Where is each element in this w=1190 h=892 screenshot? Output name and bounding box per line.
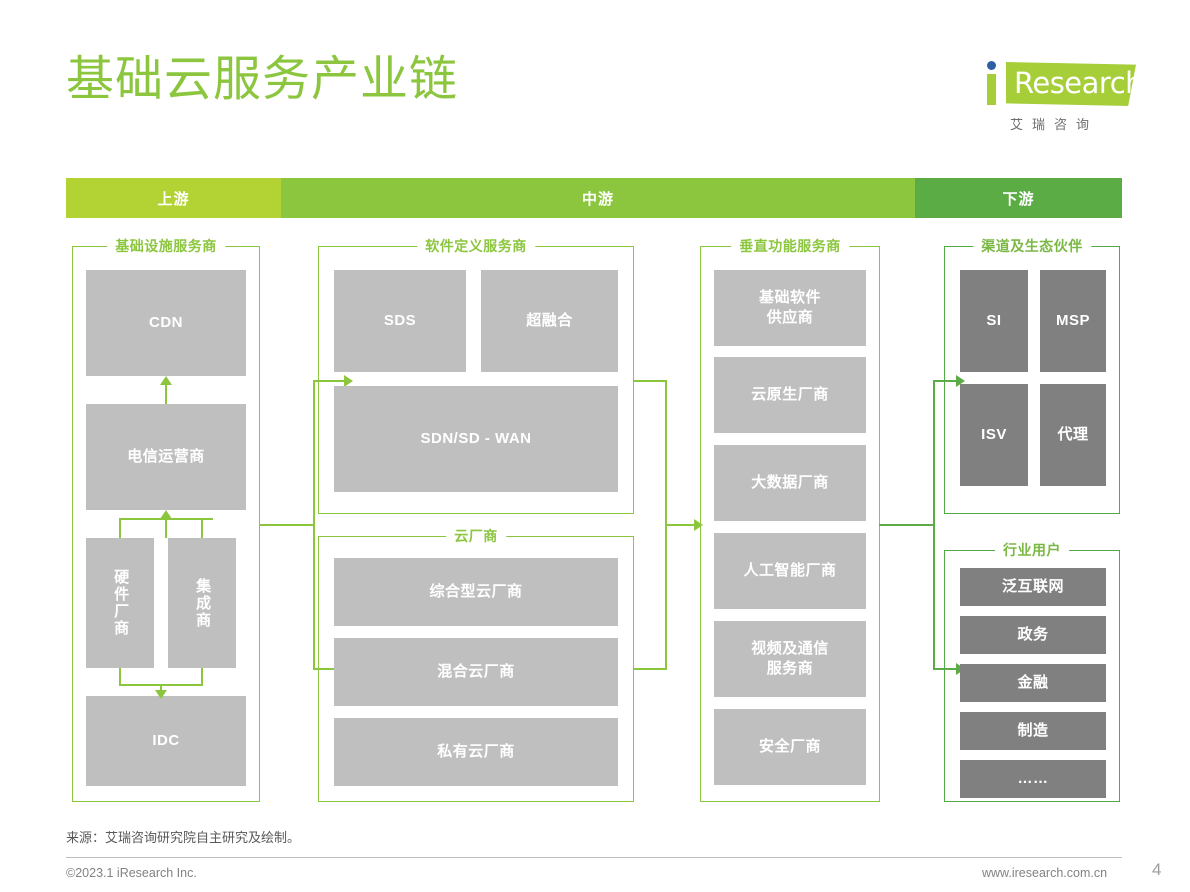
logo-i-dot-icon — [987, 61, 996, 70]
box-government[interactable]: 政务 — [960, 616, 1106, 654]
group-channel-partners-caption: 渠道及生态伙伴 — [973, 236, 1091, 256]
logo-mark: Research — [984, 58, 1144, 110]
box-hyperconverged[interactable]: 超融合 — [481, 270, 618, 372]
box-cdn[interactable]: CDN — [86, 270, 246, 376]
box-comprehensive-cloud[interactable]: 综合型云厂商 — [334, 558, 618, 626]
connector-hw-int-top-bus — [119, 518, 213, 520]
connector-upstream-to-sdsvc — [313, 380, 347, 382]
group-cloud-vendors: 云厂商 综合型云厂商 混合云厂商 私有云厂商 — [318, 526, 634, 802]
group-vertical-function-body: 基础软件 供应商 云原生厂商 大数据厂商 人工智能厂商 视频及通信 服务商 安全… — [700, 246, 880, 802]
box-security-vendor[interactable]: 安全厂商 — [714, 709, 866, 785]
copyright-text: ©2023.1 iResearch Inc. — [66, 866, 197, 880]
band-downstream: 下游 — [915, 178, 1122, 218]
group-software-defined: 软件定义服务商 SDS 超融合 SDN/SD - WAN — [318, 236, 634, 514]
band-upstream: 上游 — [66, 178, 281, 218]
group-industry-users-caption: 行业用户 — [995, 540, 1069, 560]
connector-telecom-to-cdn — [165, 384, 167, 404]
connector-sdsvc-out — [633, 380, 667, 382]
box-video-communication-provider[interactable]: 视频及通信 服务商 — [714, 621, 866, 697]
group-channel-partners-body: SI MSP ISV 代理 — [944, 246, 1120, 514]
group-infrastructure-caption: 基础设施服务商 — [107, 236, 225, 256]
box-sds[interactable]: SDS — [334, 270, 466, 372]
box-private-cloud[interactable]: 私有云厂商 — [334, 718, 618, 786]
logo-chinese-name: 艾瑞咨询 — [1010, 117, 1099, 132]
connector-int-bottom-riser — [201, 668, 203, 686]
logo-parallelogram — [1006, 62, 1136, 106]
connector-upstream-to-cloud — [313, 668, 347, 670]
connector-downstream-vertical — [933, 380, 935, 670]
group-infrastructure: 基础设施服务商 CDN 电信运营商 硬件厂商 集成商 IDC — [72, 236, 260, 802]
box-others[interactable]: …… — [960, 760, 1106, 798]
box-big-data-vendor[interactable]: 大数据厂商 — [714, 445, 866, 521]
iresearch-logo: Research 艾瑞咨询 — [984, 58, 1144, 136]
box-hardware-vendor[interactable]: 硬件厂商 — [86, 538, 154, 668]
group-software-defined-caption: 软件定义服务商 — [417, 236, 535, 256]
box-sdn-sdwan[interactable]: SDN/SD - WAN — [334, 386, 618, 492]
arrow-to-vertical-function-icon — [694, 519, 703, 531]
connector-downstream-trunk — [879, 524, 935, 526]
connector-mid-to-vertical — [665, 524, 697, 526]
connector-down-to-idc — [160, 684, 162, 692]
arrow-up-to-telecom-icon — [160, 510, 172, 519]
box-pan-internet[interactable]: 泛互联网 — [960, 568, 1106, 606]
connector-upstream-vertical — [313, 380, 315, 670]
footer-divider — [66, 857, 1122, 858]
stage-band: 上游 中游 下游 — [66, 178, 1122, 218]
page-number: 4 — [1152, 860, 1162, 879]
arrow-down-to-idc-icon — [155, 690, 167, 699]
box-cloud-native-vendor[interactable]: 云原生厂商 — [714, 357, 866, 433]
logo-wordmark: Research — [1014, 66, 1144, 100]
group-cloud-vendors-body: 综合型云厂商 混合云厂商 私有云厂商 — [318, 536, 634, 802]
box-si[interactable]: SI — [960, 270, 1028, 372]
box-msp[interactable]: MSP — [1040, 270, 1106, 372]
band-midstream: 中游 — [281, 178, 915, 218]
box-finance[interactable]: 金融 — [960, 664, 1106, 702]
connector-hw-bottom-riser — [119, 668, 121, 686]
box-agent[interactable]: 代理 — [1040, 384, 1106, 486]
group-industry-users: 行业用户 泛互联网 政务 金融 制造 …… — [944, 540, 1120, 802]
arrow-up-to-cdn-icon — [160, 376, 172, 385]
connector-downstream-to-channel — [933, 380, 959, 382]
box-idc[interactable]: IDC — [86, 696, 246, 786]
page-title: 基础云服务产业链 — [66, 53, 459, 106]
box-system-integrator[interactable]: 集成商 — [168, 538, 236, 668]
connector-hw-to-telecom — [165, 518, 167, 538]
box-telecom-operator[interactable]: 电信运营商 — [86, 404, 246, 510]
website-link[interactable]: www.iresearch.com.cn — [982, 866, 1108, 880]
connector-upstream-trunk — [259, 524, 315, 526]
group-industry-users-body: 泛互联网 政务 金融 制造 …… — [944, 550, 1120, 802]
connector-hw-top-riser — [119, 518, 121, 538]
source-note: 来源：艾瑞咨询研究院自主研究及绘制。 — [66, 830, 301, 845]
logo-i-stem-icon — [987, 74, 996, 105]
connector-cloud-out — [633, 668, 667, 670]
group-cloud-vendors-caption: 云厂商 — [446, 526, 506, 546]
arrow-to-channel-partners-icon — [956, 375, 965, 387]
arrow-to-software-defined-icon — [344, 375, 353, 387]
box-isv[interactable]: ISV — [960, 384, 1028, 486]
connector-int-top-riser — [201, 518, 203, 538]
box-ai-vendor[interactable]: 人工智能厂商 — [714, 533, 866, 609]
group-infrastructure-body: CDN 电信运营商 硬件厂商 集成商 IDC — [72, 246, 260, 802]
box-basic-software-supplier[interactable]: 基础软件 供应商 — [714, 270, 866, 346]
group-vertical-function: 垂直功能服务商 基础软件 供应商 云原生厂商 大数据厂商 人工智能厂商 视频及通… — [700, 236, 880, 802]
group-vertical-function-caption: 垂直功能服务商 — [731, 236, 849, 256]
connector-downstream-to-users — [933, 668, 959, 670]
box-hybrid-cloud[interactable]: 混合云厂商 — [334, 638, 618, 706]
group-software-defined-body: SDS 超融合 SDN/SD - WAN — [318, 246, 634, 514]
group-channel-partners: 渠道及生态伙伴 SI MSP ISV 代理 — [944, 236, 1120, 514]
box-manufacturing[interactable]: 制造 — [960, 712, 1106, 750]
